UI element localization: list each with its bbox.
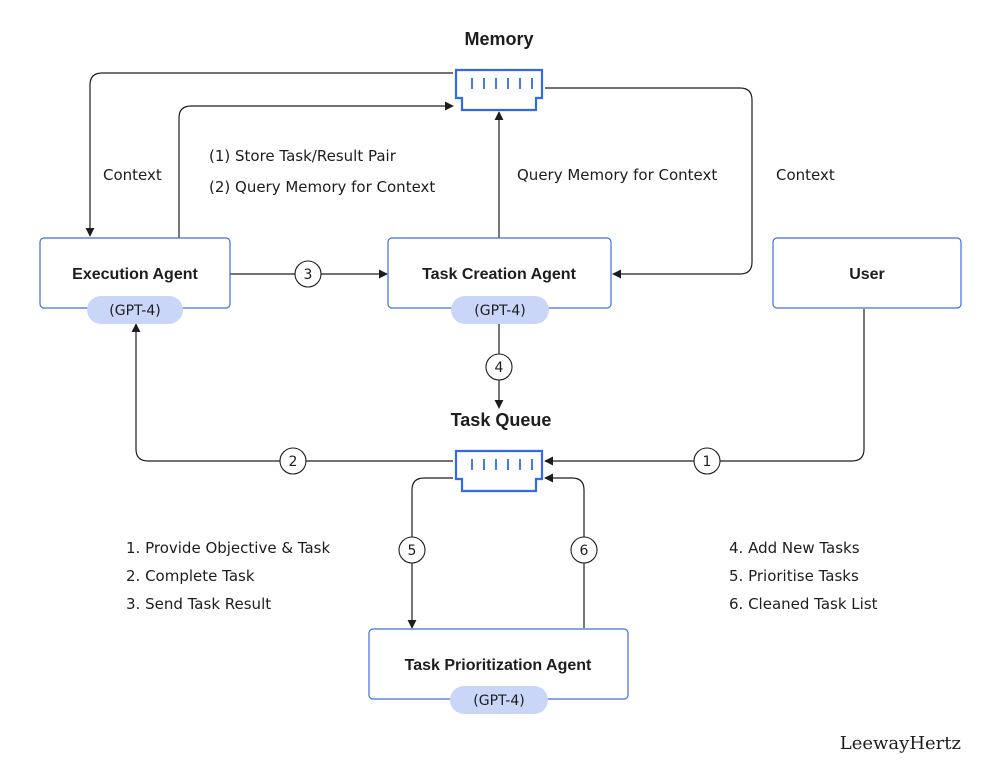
svg-text:1: 1 <box>703 454 712 470</box>
task-queue-title: Task Queue <box>451 410 552 430</box>
memory-title: Memory <box>464 29 533 49</box>
svg-text:5: 5 <box>408 543 417 559</box>
svg-text:4: 4 <box>495 360 504 376</box>
task-prioritization-agent-node[interactable]: Task Prioritization Agent (GPT-4) <box>368 628 629 714</box>
step-badge-2: 2 <box>279 447 307 475</box>
brand-logo-text: LeewayHertz <box>840 733 961 754</box>
step-badge-5: 5 <box>398 536 426 564</box>
connector-queue-to-prioritization <box>407 477 453 629</box>
task-prioritization-agent-model-badge: (GPT-4) <box>473 693 524 709</box>
execution-agent-label: Execution Agent <box>72 266 198 283</box>
connector-execution-to-memory <box>178 101 454 238</box>
legend-item: 6. Cleaned Task List <box>729 595 878 613</box>
svg-text:6: 6 <box>580 543 589 559</box>
query-memory-label: (2) Query Memory for Context <box>209 178 435 196</box>
connector-memory-to-execution <box>85 72 453 237</box>
task-queue-storage-icon <box>454 449 544 493</box>
connector-memory-to-task-creation <box>545 87 753 279</box>
task-prioritization-agent-label: Task Prioritization Agent <box>405 657 592 674</box>
memory-storage-icon <box>454 68 544 112</box>
query-memory-for-context-label: Query Memory for Context <box>517 166 717 184</box>
context-label-left: Context <box>103 166 162 184</box>
legend-item: 2. Complete Task <box>126 567 255 585</box>
task-creation-agent-label: Task Creation Agent <box>422 266 576 283</box>
legend-right: 4. Add New Tasks 5. Prioritise Tasks 6. … <box>729 539 878 613</box>
task-creation-agent-node[interactable]: Task Creation Agent (GPT-4) <box>387 237 612 324</box>
legend-item: 3. Send Task Result <box>126 595 271 613</box>
execution-agent-node[interactable]: Execution Agent (GPT-4) <box>39 237 231 324</box>
step-badge-4: 4 <box>485 353 513 381</box>
svg-text:2: 2 <box>289 454 298 470</box>
user-node[interactable]: User <box>772 237 962 309</box>
user-label: User <box>849 266 885 283</box>
legend-item: 1. Provide Objective & Task <box>126 539 330 557</box>
svg-text:3: 3 <box>304 267 313 283</box>
step-badge-6: 6 <box>570 536 598 564</box>
legend-item: 5. Prioritise Tasks <box>729 567 859 585</box>
context-label-right: Context <box>776 166 835 184</box>
connector-prioritization-to-queue <box>544 473 585 628</box>
task-creation-agent-model-badge: (GPT-4) <box>474 303 525 319</box>
legend-item: 4. Add New Tasks <box>729 539 860 557</box>
connector-user-to-queue <box>544 309 865 466</box>
execution-agent-model-badge: (GPT-4) <box>109 303 160 319</box>
legend-left: 1. Provide Objective & Task 2. Complete … <box>126 539 330 613</box>
connector-queue-to-execution <box>131 323 453 462</box>
store-task-result-label: (1) Store Task/Result Pair <box>209 147 397 165</box>
step-badge-1: 1 <box>693 447 721 475</box>
step-badge-3: 3 <box>294 260 322 288</box>
